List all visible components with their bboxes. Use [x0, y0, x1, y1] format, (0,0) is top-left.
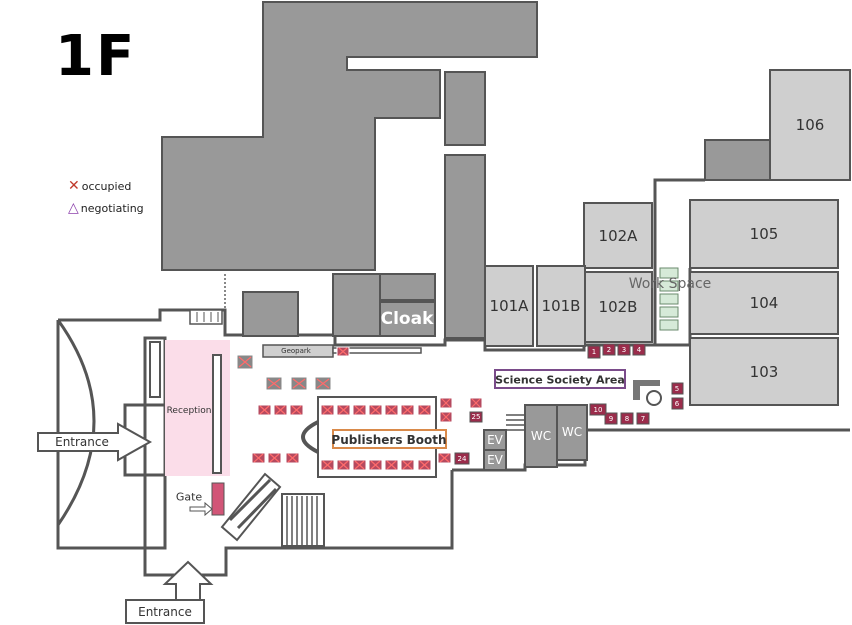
- entrance-south-box[interactable]: [125, 599, 205, 624]
- room-cloak[interactable]: [379, 301, 436, 337]
- entrance-west-arrow-icon[interactable]: [37, 422, 153, 462]
- numbered-booths: [454, 343, 684, 465]
- negotiating-triangle-icon: △: [68, 200, 79, 216]
- cloak-label: Cloak: [381, 309, 434, 329]
- floor-title: 1F: [55, 24, 137, 89]
- occupied-x-icon: ✕: [68, 178, 80, 194]
- room-101b[interactable]: [536, 265, 586, 347]
- top-left-shelf-lines: [196, 312, 219, 322]
- booth-25[interactable]: 25: [472, 413, 481, 421]
- legend-negotiating: △negotiating: [68, 200, 144, 216]
- science-stand-circle: [646, 390, 662, 406]
- booth-2[interactable]: 2: [607, 346, 611, 354]
- publishers-arc: [301, 420, 319, 454]
- reception-desk: [212, 354, 222, 474]
- room-103-label: 103: [750, 363, 779, 381]
- booth-24[interactable]: 24: [458, 455, 467, 463]
- geopark-bar: [332, 347, 422, 354]
- legend-occupied: ✕occupied: [68, 178, 131, 194]
- ev-upper-label: EV: [487, 433, 504, 447]
- legend-negotiating-label: negotiating: [80, 202, 144, 215]
- science-society-frame: [494, 369, 626, 389]
- science-stand: [633, 380, 660, 400]
- room-101b-label: 101B: [542, 297, 581, 315]
- room-102b[interactable]: [583, 271, 653, 343]
- wc-right[interactable]: [556, 404, 588, 461]
- top-left-shelf: [189, 309, 223, 325]
- geopark-label: Geopark: [281, 347, 312, 355]
- entrance-curve: [56, 319, 96, 526]
- booth-5[interactable]: 5: [675, 385, 679, 393]
- entrance-south-arrow-icon[interactable]: [162, 560, 214, 601]
- booth-3[interactable]: 3: [622, 346, 626, 354]
- diagonal-stairs: [220, 472, 282, 542]
- entrance-west-label: Entrance: [55, 435, 109, 449]
- booth-10[interactable]: 10: [594, 406, 603, 414]
- booth-7[interactable]: 7: [641, 415, 645, 423]
- work-space-label: Work Space: [629, 276, 712, 292]
- ev-lower[interactable]: [483, 449, 507, 471]
- room-103[interactable]: [689, 337, 839, 406]
- legend-occupied-label: occupied: [81, 180, 132, 193]
- wc-right-label: WC: [562, 425, 582, 439]
- room-101a-label: 101A: [490, 297, 530, 315]
- booth-6[interactable]: 6: [675, 400, 680, 408]
- booth-9[interactable]: 9: [609, 415, 613, 423]
- room-106-label: 106: [796, 116, 825, 134]
- gate-block[interactable]: [211, 482, 225, 516]
- publishers-label: Publishers Booth: [331, 433, 446, 447]
- work-space-tables: [659, 267, 679, 331]
- booth-8[interactable]: 8: [625, 415, 629, 423]
- stairs-block-lines: [286, 496, 318, 545]
- gate-label: Gate: [176, 491, 203, 504]
- ev-lower-label: EV: [487, 453, 504, 467]
- reception-label: Reception: [167, 406, 212, 416]
- publishers-frame: [332, 429, 447, 449]
- room-102a-label: 102A: [599, 227, 639, 245]
- gate-arrow-icon: [189, 501, 213, 517]
- booth-1[interactable]: 1: [592, 348, 596, 356]
- room-106[interactable]: [769, 69, 851, 181]
- science-society-label: Science Society Area: [495, 374, 625, 387]
- room-104[interactable]: [689, 271, 839, 335]
- stairs-right: [506, 414, 525, 431]
- dark-block-main: [161, 1, 771, 339]
- occupied-x-marks: [238, 347, 481, 470]
- booth-4[interactable]: 4: [637, 346, 642, 354]
- wc-left-label: WC: [531, 429, 551, 443]
- room-102b-label: 102B: [599, 298, 638, 316]
- entrance-south-label: Entrance: [138, 605, 192, 619]
- room-101a[interactable]: [484, 265, 534, 347]
- left-panel: [149, 341, 161, 398]
- room-104-label: 104: [750, 294, 779, 312]
- room-105-label: 105: [750, 225, 779, 243]
- room-105[interactable]: [689, 199, 839, 269]
- room-102a[interactable]: [583, 202, 653, 269]
